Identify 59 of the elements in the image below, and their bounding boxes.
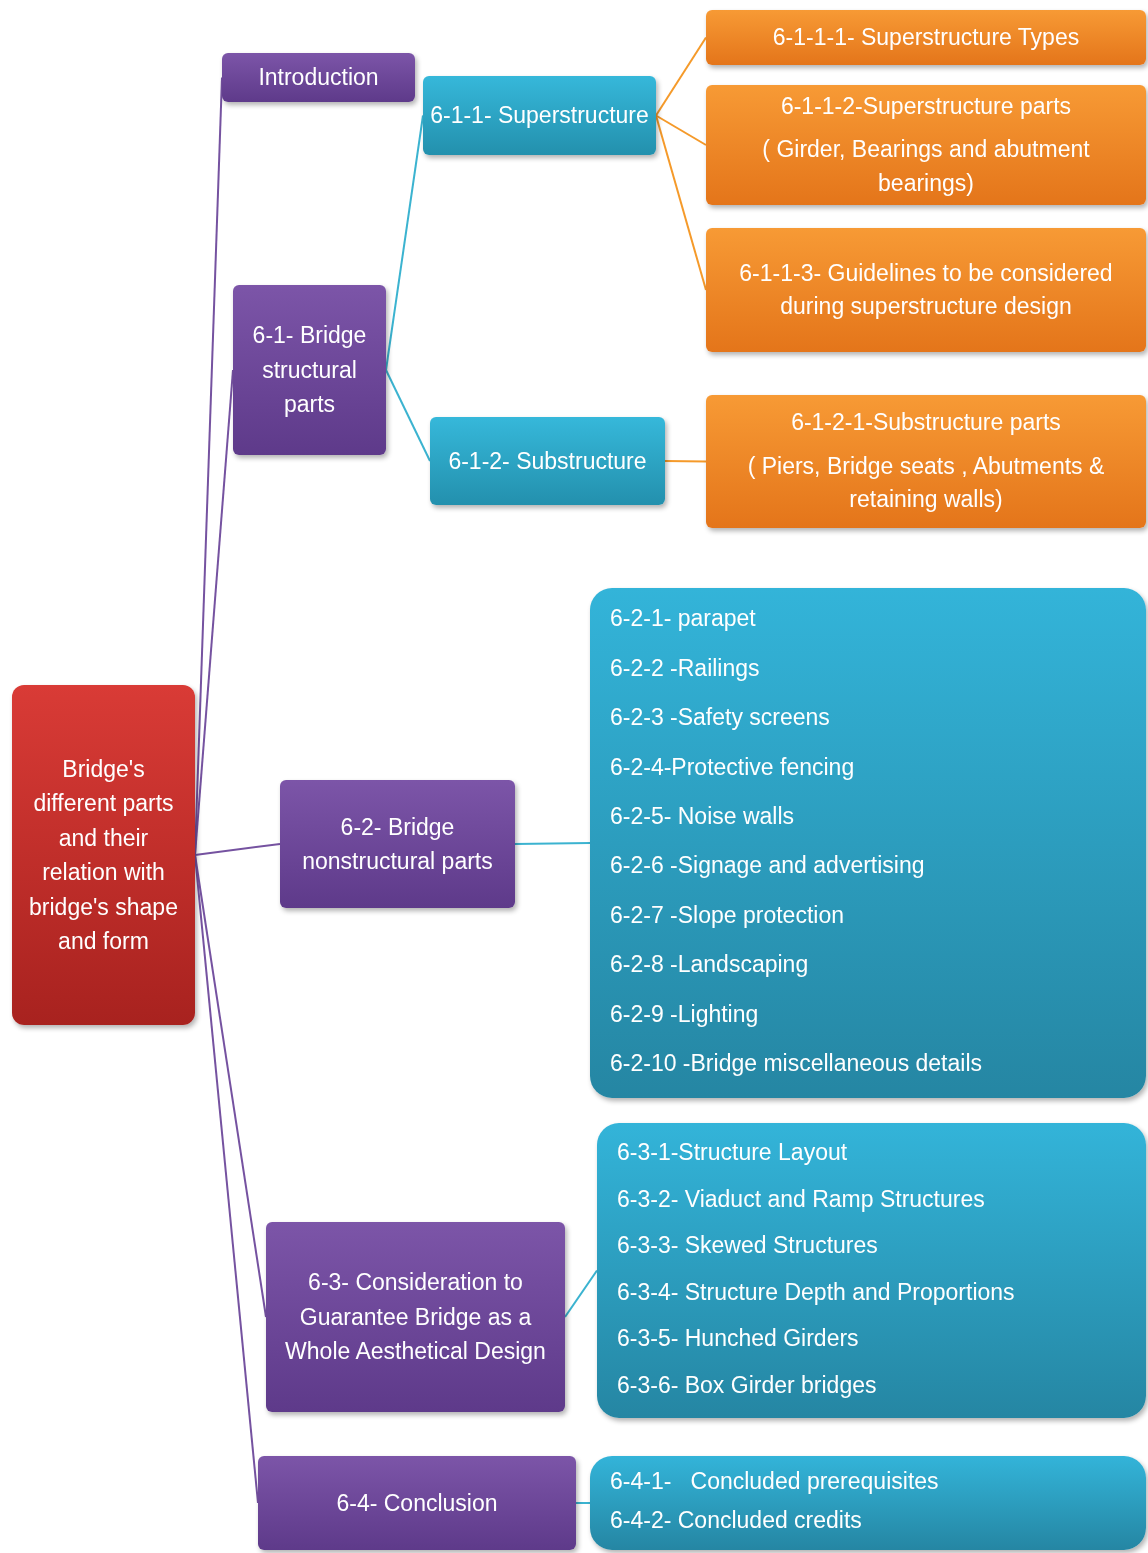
- list-item-text: 6-4-2- Concluded credits: [610, 1506, 862, 1536]
- list-item-text: 6-2-1- parapet: [610, 604, 756, 634]
- connector-line: [514, 842, 591, 845]
- connector-line: [564, 1269, 598, 1318]
- connector-line: [194, 369, 234, 856]
- item-list-panel: [590, 1456, 1146, 1550]
- section-box: [266, 1222, 565, 1412]
- list-item-text: 6-2-3 -Safety screens: [610, 703, 830, 733]
- section-box: [233, 285, 386, 455]
- connector-line: [655, 114, 707, 291]
- list-item-text: 6-2-9 -Lighting: [610, 999, 759, 1029]
- topic-box: [12, 685, 195, 1025]
- list-item-text: 6-2-6 -Signage and advertising: [610, 851, 925, 881]
- node-label: ( Piers, Bridge seats , Abutments & retaining walls): [746, 451, 1106, 515]
- node-label: Bridge's different parts and their relation with bridge's shape and form: [28, 754, 179, 956]
- topic-box: [706, 228, 1146, 352]
- list-item-text: 6-2-10 -Bridge miscellaneous details: [610, 1048, 983, 1078]
- subsection-box: [423, 76, 656, 155]
- section-box: [280, 780, 515, 908]
- node-label: 6-1-1-1- Superstructure Types: [772, 22, 1080, 52]
- list-item-text: 6-2-2 -Railings: [610, 653, 760, 683]
- list-item-text: 6-3-6- Box Girder bridges: [617, 1370, 877, 1400]
- node-label: 6-1-2-1-Substructure parts: [791, 408, 1061, 438]
- item-list-panel: [590, 588, 1146, 1098]
- connector-line: [194, 843, 281, 856]
- list-item-text: 6-4-1- Concluded prerequisites: [610, 1467, 939, 1497]
- connector-line: [655, 36, 707, 117]
- item-list-panel: [597, 1123, 1146, 1418]
- node-label: Introduction: [258, 63, 379, 93]
- list-item-text: 6-3-3- Skewed Structures: [617, 1231, 878, 1260]
- node-label: 6-4- Conclusion: [336, 1488, 498, 1518]
- topic-box: [706, 10, 1146, 65]
- connector-line: [575, 1502, 591, 1504]
- list-item-text: 6-2-4-Protective fencing: [610, 752, 855, 782]
- node-label: 6-1-1- Superstructure: [430, 101, 649, 131]
- node-label: 6-1- Bridge structural parts: [251, 321, 368, 420]
- connector-line: [664, 460, 707, 463]
- list-item-text: 6-3-1-Structure Layout: [617, 1138, 848, 1167]
- list-item-text: 6-2-7 -Slope protection: [610, 900, 844, 930]
- connector-line: [385, 114, 424, 371]
- list-item-text: 6-3-2- Viaduct and Ramp Structures: [617, 1184, 985, 1214]
- node-label: 6-1-1-3- Guidelines to be considered during superstructure design: [738, 258, 1114, 321]
- node-label: 6-1-2- Substructure: [448, 446, 647, 476]
- list-item-text: 6-3-4- Structure Depth and Proportions: [617, 1277, 1015, 1307]
- node-label: ( Girder, Bearings and abutment bearings): [761, 135, 1091, 198]
- connector-line: [655, 114, 707, 146]
- topic-box: [706, 395, 1146, 528]
- section-box: [222, 53, 415, 102]
- list-item-text: 6-2-5- Noise walls: [610, 802, 795, 831]
- list-item-text: 6-3-5- Hunched Girders: [617, 1324, 859, 1353]
- topic-box: [706, 85, 1146, 205]
- connector-line: [385, 369, 431, 462]
- section-box: [258, 1456, 576, 1550]
- list-item-text: 6-2-8 -Landscaping: [610, 950, 809, 980]
- node-label: 6-2- Bridge nonstructural parts: [301, 812, 494, 876]
- subsection-box: [430, 417, 665, 505]
- node-label: 6-1-1-2-Superstructure parts: [780, 92, 1072, 121]
- connector-line: [194, 854, 259, 1504]
- node-label: 6-3- Consideration to Guarantee Bridge as a Whole Aesthetical Design: [284, 1268, 547, 1367]
